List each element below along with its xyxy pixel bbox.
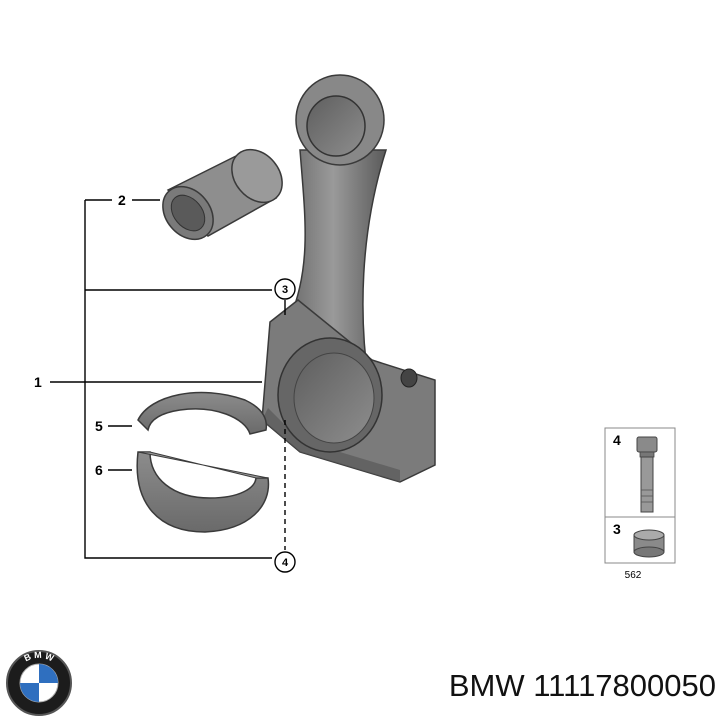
callout-4: 4	[282, 557, 289, 569]
bmw-logo: B M W	[6, 650, 72, 716]
bmw-logo-letters: B M W	[23, 650, 56, 664]
inset-sleeve-label: 3	[613, 521, 621, 537]
inset-bolt-label: 4	[613, 432, 621, 448]
callout-3: 3	[282, 284, 288, 296]
inset-box: 4 3 562	[604, 427, 676, 581]
callout-5: 5	[95, 418, 103, 434]
callout-1: 1	[34, 374, 42, 390]
callout-6: 6	[95, 462, 103, 478]
upper-bearing-shell-illustration	[137, 391, 268, 435]
small-end-bushing-illustration	[162, 148, 283, 241]
callout-2: 2	[118, 192, 126, 208]
callout-3-circle: 3	[274, 278, 296, 300]
lower-bearing-shell-illustration	[136, 451, 270, 533]
leader-lines	[50, 199, 286, 559]
connecting-rod-illustration	[261, 74, 436, 483]
sleeve-icon	[633, 529, 665, 558]
bolt-icon	[636, 436, 658, 513]
part-number-caption: BMW 11117800050	[449, 668, 716, 703]
callout-4-circle: 4	[274, 551, 296, 573]
diagram-reference-number: 562	[625, 570, 642, 581]
